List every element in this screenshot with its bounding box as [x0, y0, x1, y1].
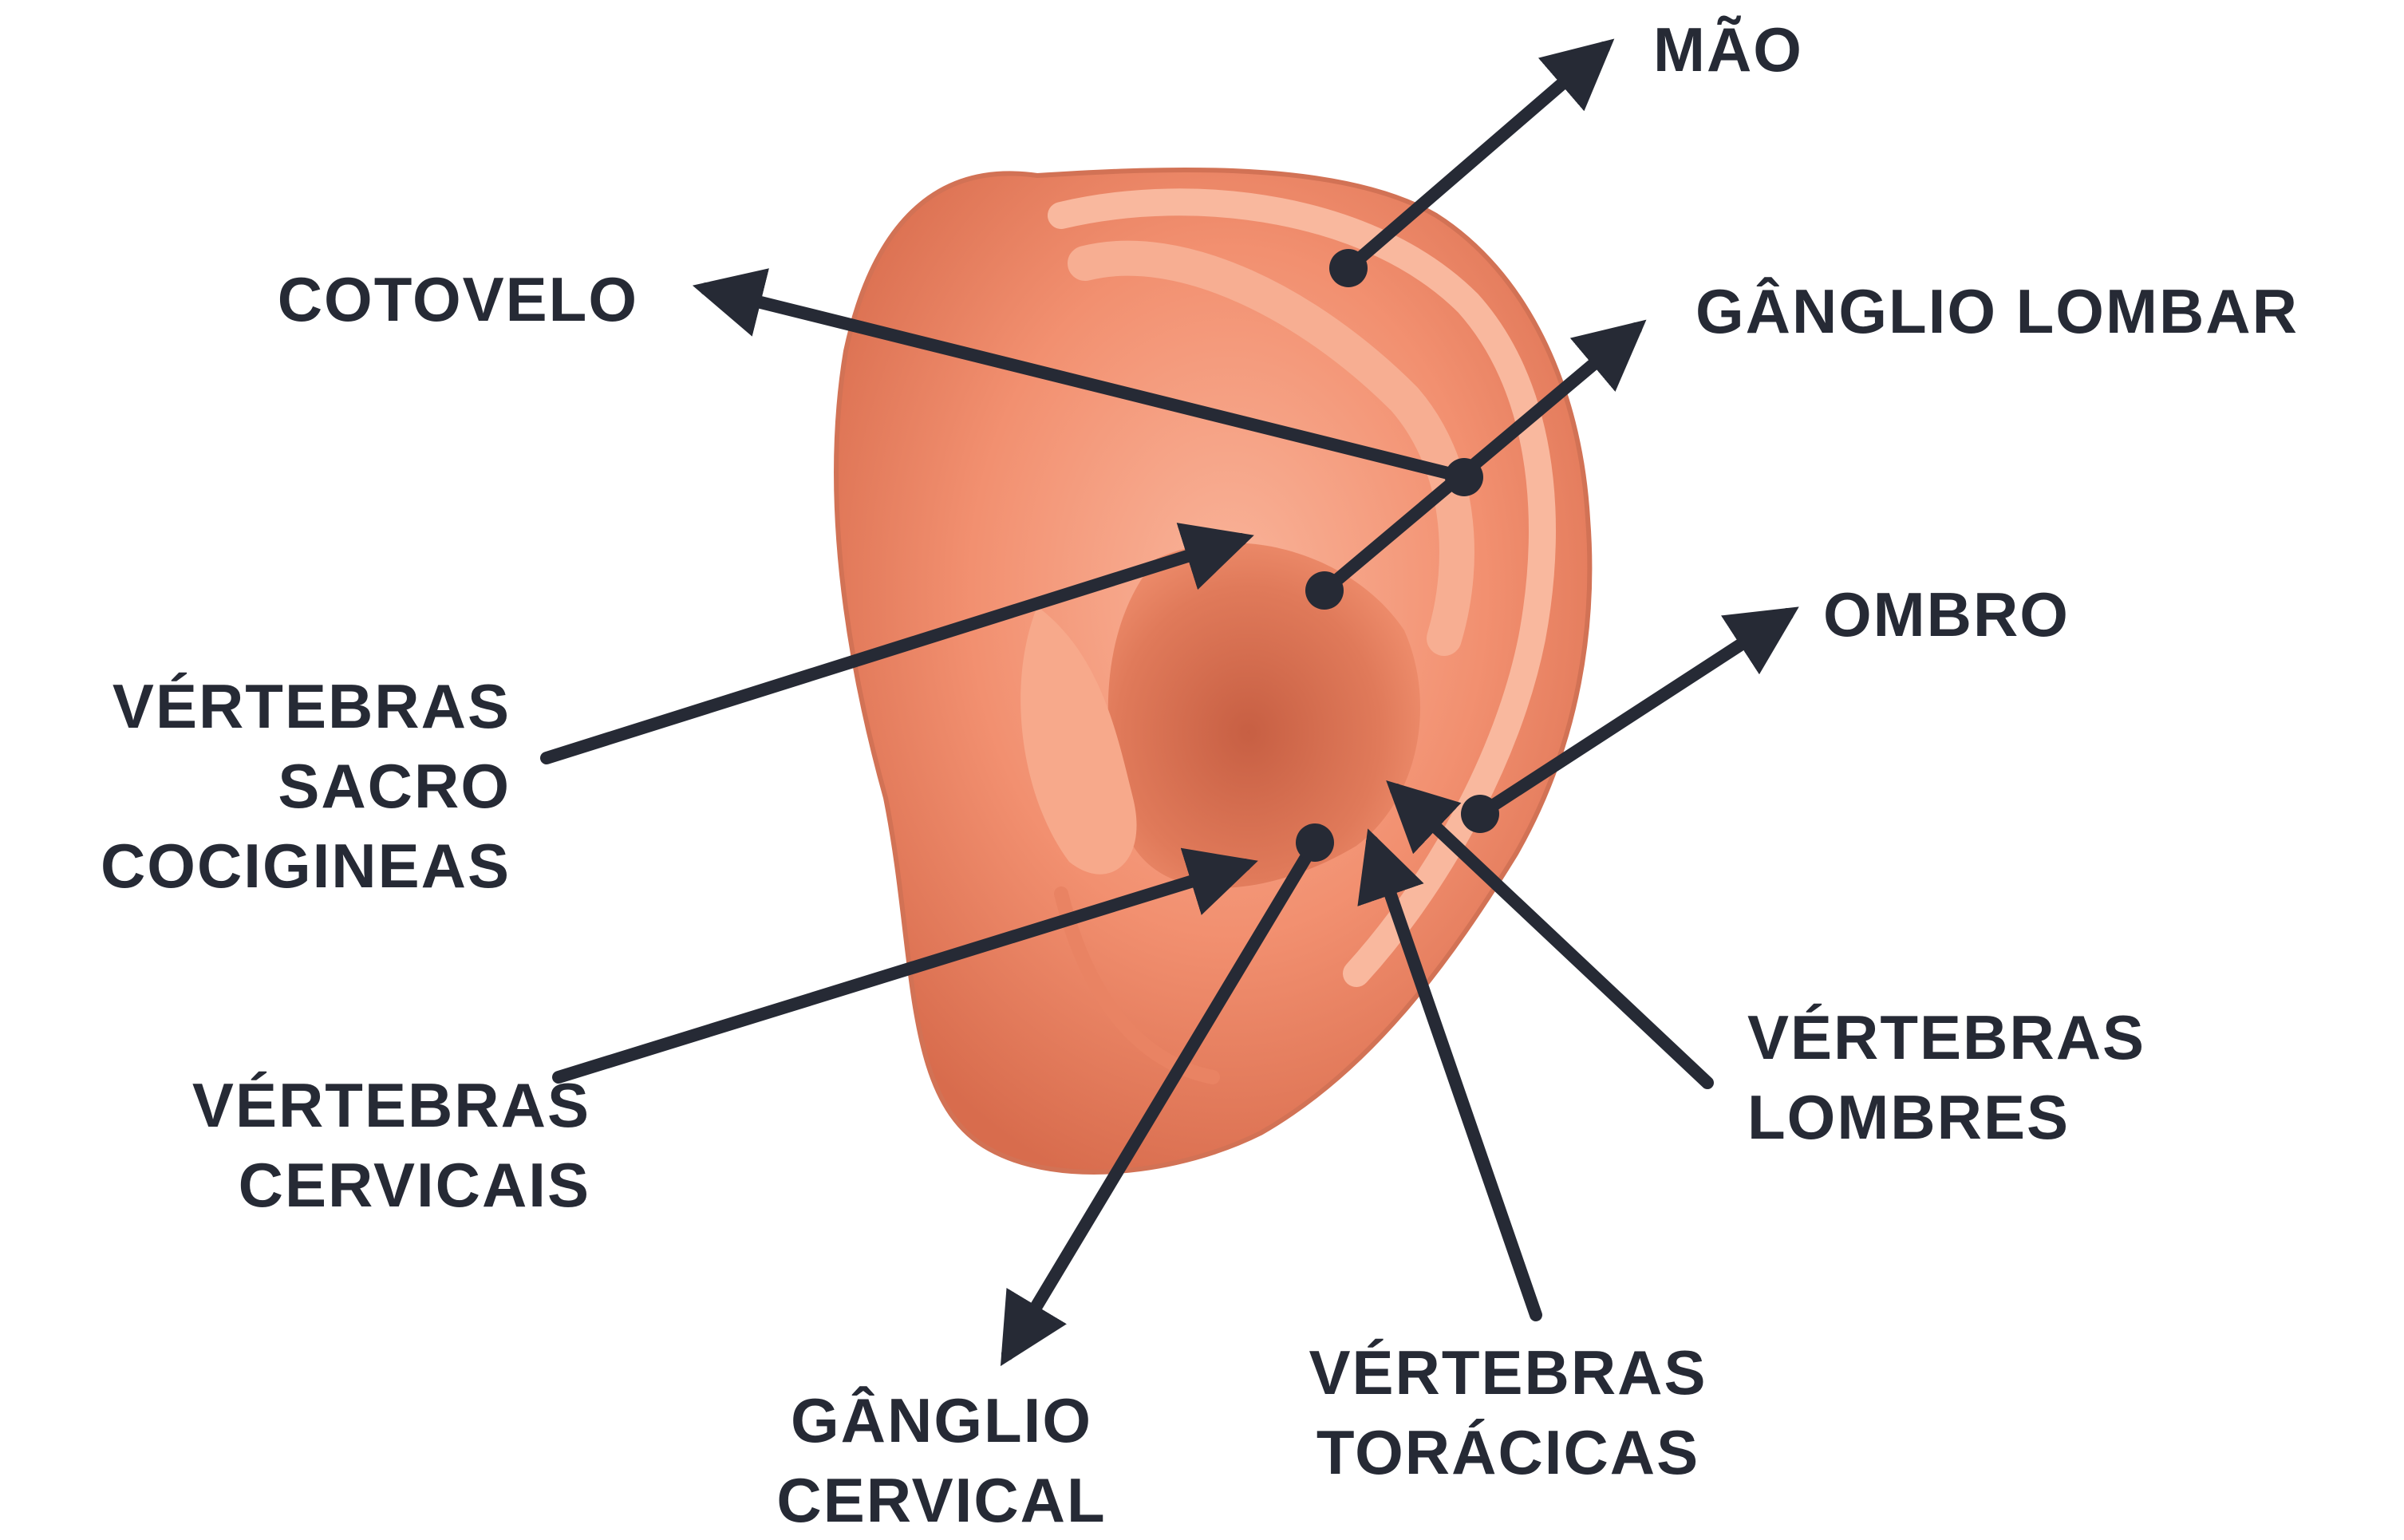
point-ganglio-lombar: [1305, 571, 1344, 610]
label-ombro-line-1: OMBRO: [1823, 575, 2070, 654]
label-mao-line-1: MÃO: [1653, 10, 1803, 89]
label-vertebras-lombres-line-2: LOMBRES: [1747, 1077, 2145, 1157]
label-vertebras-sacro-line-2: SACRO: [16, 746, 511, 826]
arrow-mao: [1348, 48, 1604, 268]
label-vertebras-sacro-line-1: VÉRTEBRAS: [16, 666, 511, 746]
label-ganglio-cervical-line-1: GÂNGLIO: [702, 1380, 1181, 1460]
label-ganglio-lombar-line-1: GÂNGLIO LOMBAR: [1695, 271, 2299, 351]
label-ganglio-lombar: GÂNGLIO LOMBAR: [1695, 271, 2299, 351]
label-vertebras-lombres-line-1: VÉRTEBRAS: [1747, 997, 2145, 1077]
label-vertebras-toracicas-line-2: TORÁCICAS: [1245, 1412, 1771, 1492]
label-ganglio-cervical-line-2: CERVICAL: [702, 1460, 1181, 1540]
label-vertebras-lombres: VÉRTEBRAS LOMBRES: [1747, 997, 2145, 1157]
label-vertebras-cervicais-line-2: CERVICAIS: [48, 1145, 590, 1225]
label-vertebras-sacro: VÉRTEBRAS SACRO COCIGINEAS: [16, 666, 511, 906]
point-cotovelo: [1445, 458, 1483, 496]
label-cotovelo-line-1: COTOVELO: [160, 259, 638, 339]
point-mao: [1329, 249, 1368, 287]
label-vertebras-toracicas-line-1: VÉRTEBRAS: [1245, 1333, 1771, 1412]
label-mao: MÃO: [1653, 10, 1803, 89]
label-vertebras-cervicais-line-1: VÉRTEBRAS: [48, 1065, 590, 1145]
point-ombro: [1461, 795, 1499, 833]
label-vertebras-sacro-line-3: COCIGINEAS: [16, 826, 511, 906]
point-ganglio-cervical: [1296, 823, 1334, 862]
label-ganglio-cervical: GÂNGLIO CERVICAL: [702, 1380, 1181, 1540]
label-vertebras-cervicais: VÉRTEBRAS CERVICAIS: [48, 1065, 590, 1225]
label-vertebras-toracicas: VÉRTEBRAS TORÁCICAS: [1245, 1333, 1771, 1492]
label-cotovelo: COTOVELO: [160, 259, 638, 339]
label-ombro: OMBRO: [1823, 575, 2070, 654]
